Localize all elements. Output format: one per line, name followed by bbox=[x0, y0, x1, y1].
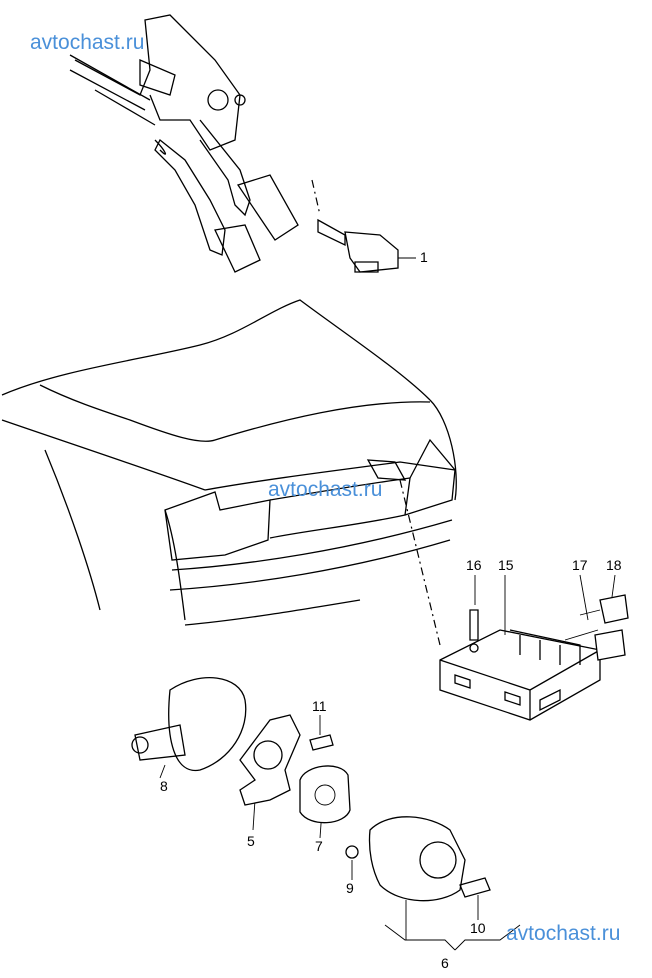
part-label-5: 5 bbox=[247, 833, 255, 849]
part-label-6: 6 bbox=[441, 955, 449, 971]
control-unit bbox=[439, 594, 629, 721]
car-rear-outline bbox=[1, 299, 457, 626]
watermark: avtochast.ru bbox=[30, 31, 145, 54]
part-label-16: 16 bbox=[466, 557, 482, 573]
watermark: avtochast.ru bbox=[268, 478, 383, 501]
brake-light-switch bbox=[317, 218, 416, 273]
part-label-17: 17 bbox=[572, 557, 588, 573]
part-label-9: 9 bbox=[346, 880, 354, 896]
part-label-18: 18 bbox=[606, 557, 622, 573]
part-label-11: 11 bbox=[312, 698, 327, 714]
part-label-10: 10 bbox=[470, 920, 486, 936]
leader-lines bbox=[159, 574, 616, 951]
part-label-7: 7 bbox=[315, 838, 323, 854]
pedal-assembly bbox=[69, 14, 299, 273]
part-label-15: 15 bbox=[498, 557, 514, 573]
part-label-1: 1 bbox=[420, 249, 428, 265]
watermark: avtochast.ru bbox=[506, 922, 621, 945]
socket-parts bbox=[131, 677, 491, 902]
part-label-8: 8 bbox=[160, 778, 168, 794]
